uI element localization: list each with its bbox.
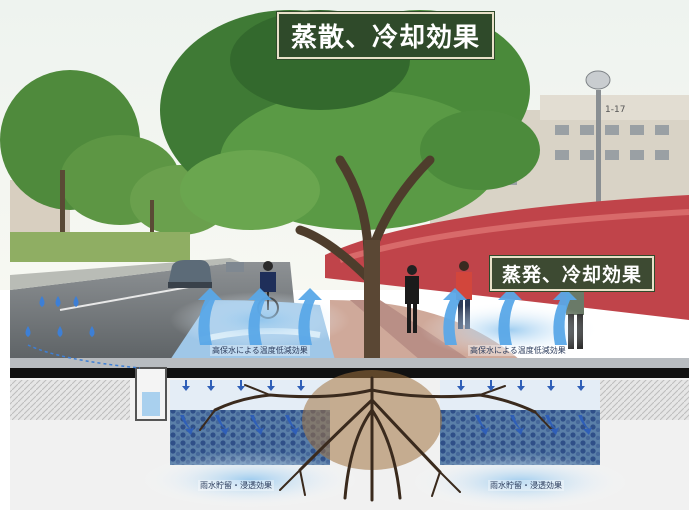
evaporation-cooling-title: 蒸散、冷却効果: [277, 12, 495, 59]
water-drop-icon: [25, 296, 95, 337]
evaporation-arrow-icon: [198, 288, 577, 345]
drain-inlet: [135, 367, 167, 421]
left-pavement-caption: 高保水による温度低減効果: [210, 345, 310, 356]
building-number: 1-17: [605, 105, 625, 115]
right-ground-caption: 雨水貯留・浸透効果: [488, 480, 564, 491]
ground-evaporation-cooling-title: 蒸発、冷却効果: [490, 256, 655, 291]
street-lamp: [585, 70, 611, 290]
left-hedge: [10, 232, 190, 262]
infiltration-arrow-icon: [180, 380, 592, 435]
car: [168, 260, 244, 288]
tree-roots: [199, 370, 553, 502]
left-ground-caption: 雨水貯留・浸透効果: [198, 480, 274, 491]
right-pavement-caption: 高保水による温度低減効果: [468, 345, 568, 356]
street-tree: [160, 10, 540, 375]
